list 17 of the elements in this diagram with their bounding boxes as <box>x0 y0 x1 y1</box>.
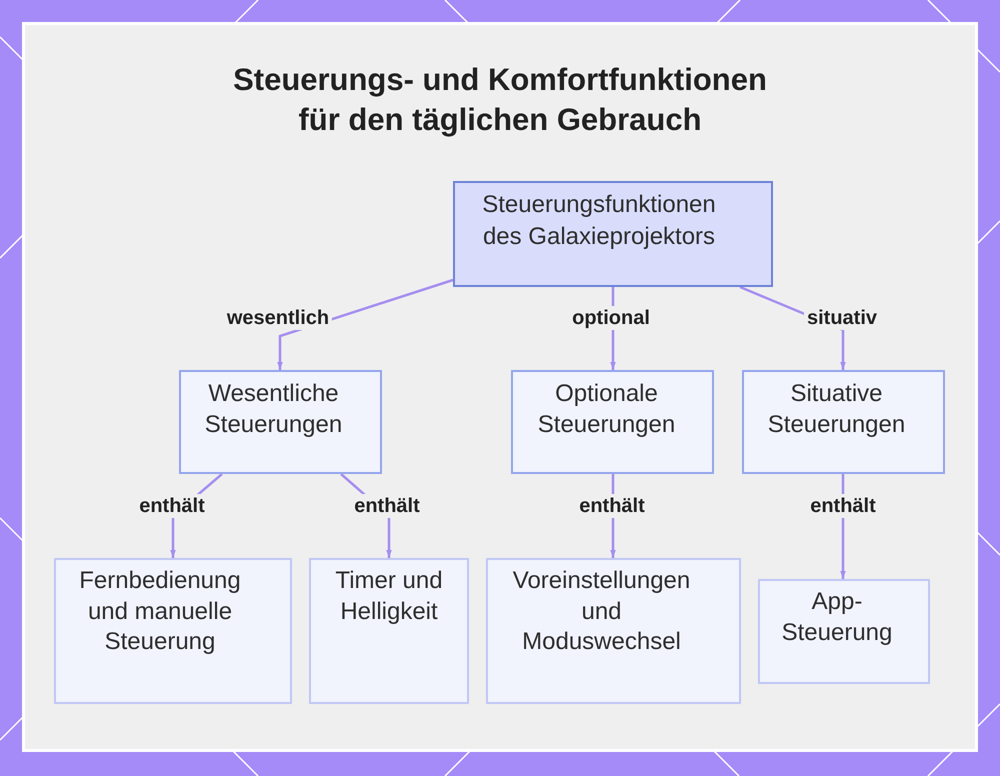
node-text: Voreinstellungen und Moduswechsel <box>512 566 692 657</box>
node-text: Fernbedienung und manuelle Steuerung <box>78 566 242 657</box>
category-box <box>742 370 945 474</box>
node-text: Steuerungsfunktionen des Galaxieprojektors <box>481 190 717 252</box>
feature-box <box>309 558 469 704</box>
category-box <box>179 370 382 474</box>
feature-box <box>486 558 741 704</box>
topic-box <box>453 181 773 287</box>
node-text: Timer und Helligkeit <box>334 566 444 626</box>
category-box <box>511 370 714 474</box>
node-text: Situative Steuerungen <box>766 379 906 440</box>
feature-box <box>758 579 930 684</box>
node-text: Optionale Steuerungen <box>536 379 676 440</box>
node-text: App-Steuerung <box>780 587 894 648</box>
node-text: Wesentliche Steuerungen <box>204 379 344 440</box>
title: Steuerungs- und Komfortfunktionen für den täglichen Gebrauch <box>232 61 768 139</box>
feature-box <box>54 558 292 704</box>
